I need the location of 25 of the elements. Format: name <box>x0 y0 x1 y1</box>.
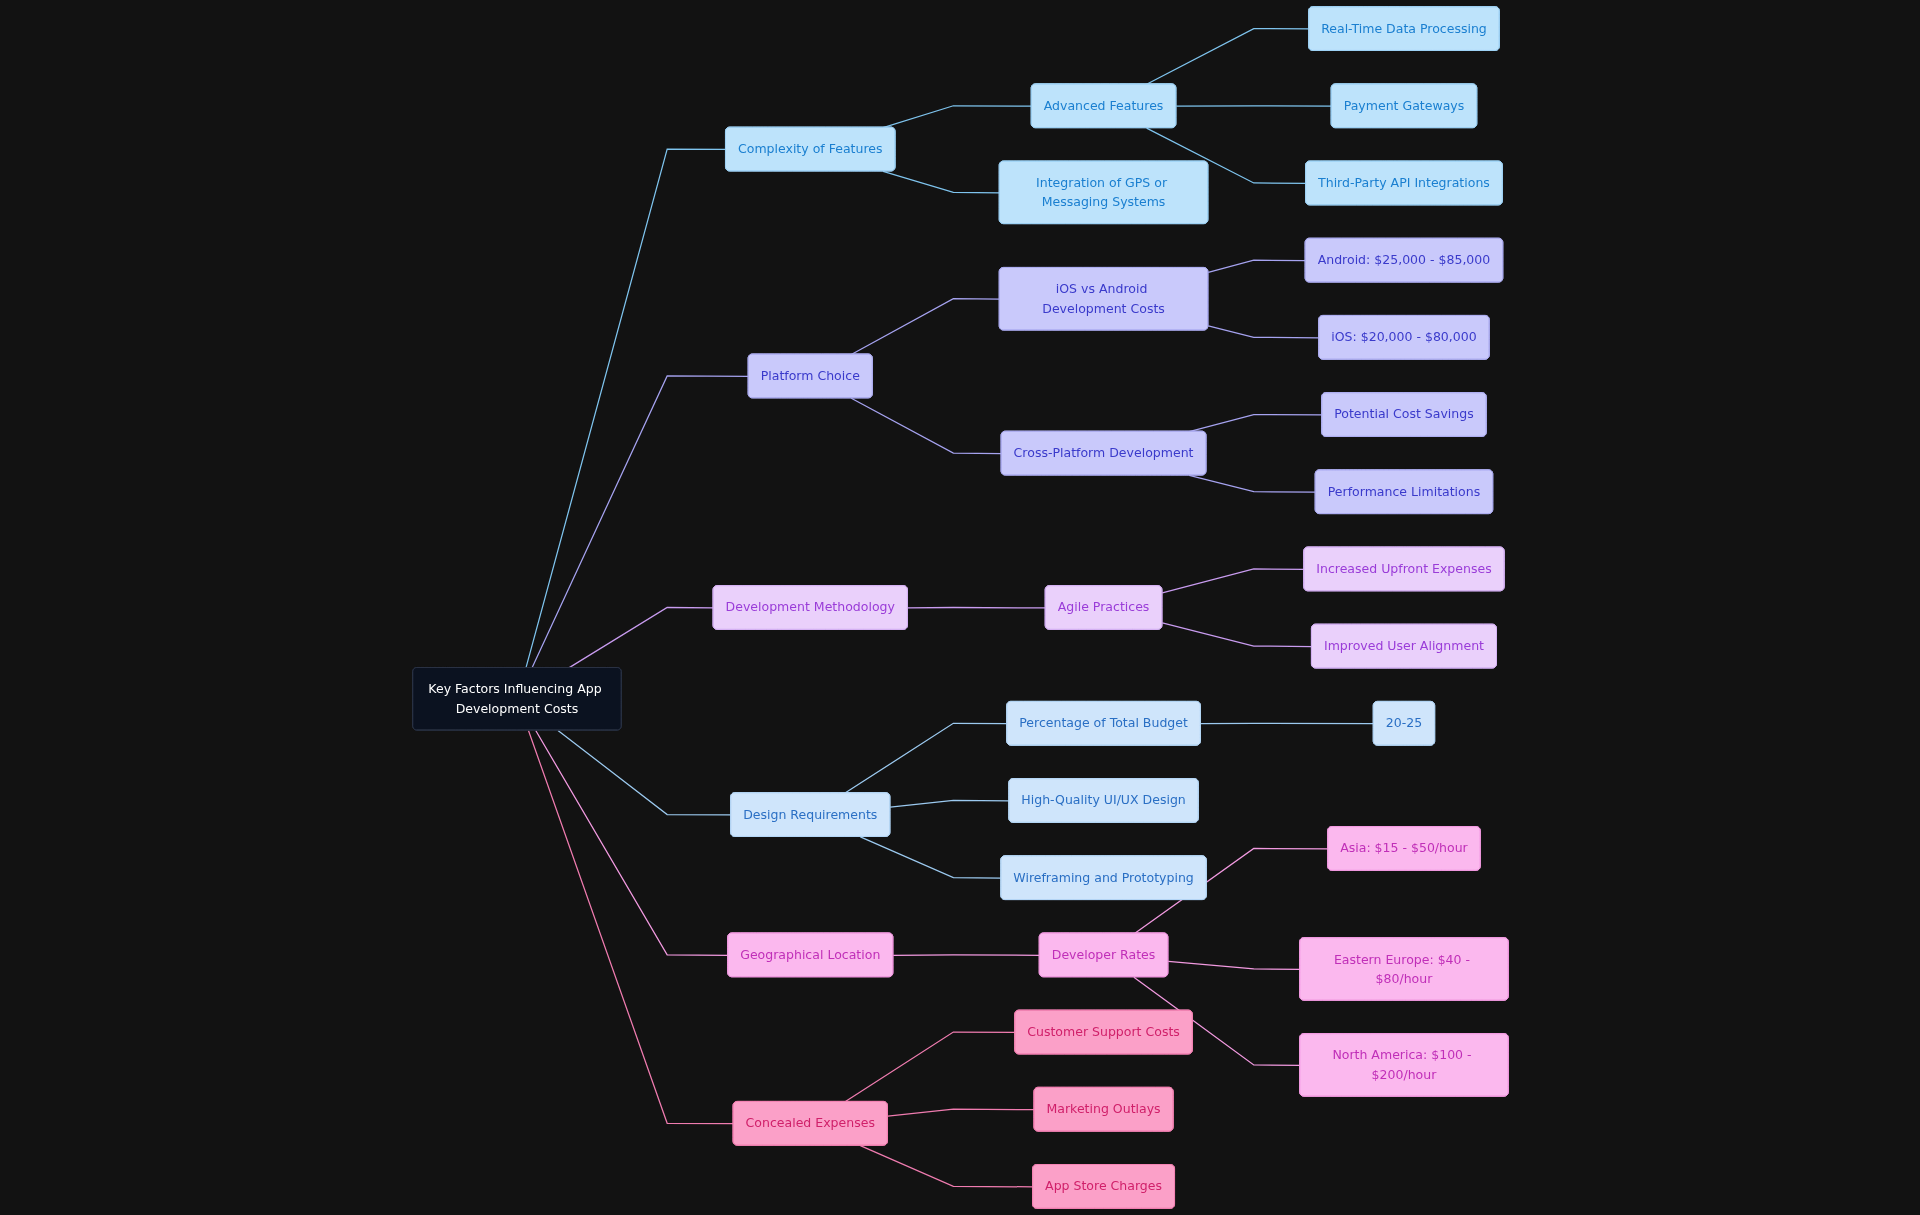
connector <box>567 606 714 669</box>
connector <box>1161 568 1305 594</box>
connector <box>1145 127 1307 184</box>
connector <box>906 606 1046 609</box>
connector <box>850 397 1002 455</box>
connector <box>1207 325 1320 339</box>
connector <box>850 298 1000 356</box>
connector <box>1207 259 1306 273</box>
connector <box>1175 105 1332 107</box>
connector <box>889 799 1010 808</box>
connector <box>892 954 1040 956</box>
connector <box>859 836 1002 879</box>
connector <box>843 1031 1016 1103</box>
connector <box>1167 960 1301 970</box>
connector <box>1161 622 1312 648</box>
connector <box>859 1145 1034 1188</box>
connector <box>534 729 729 956</box>
connector <box>886 1108 1035 1117</box>
connector <box>524 148 727 669</box>
connector <box>882 170 1000 194</box>
connector <box>530 375 749 669</box>
connector <box>1132 976 1301 1066</box>
connector <box>556 729 732 816</box>
connector <box>527 729 734 1125</box>
connector <box>1199 722 1374 725</box>
